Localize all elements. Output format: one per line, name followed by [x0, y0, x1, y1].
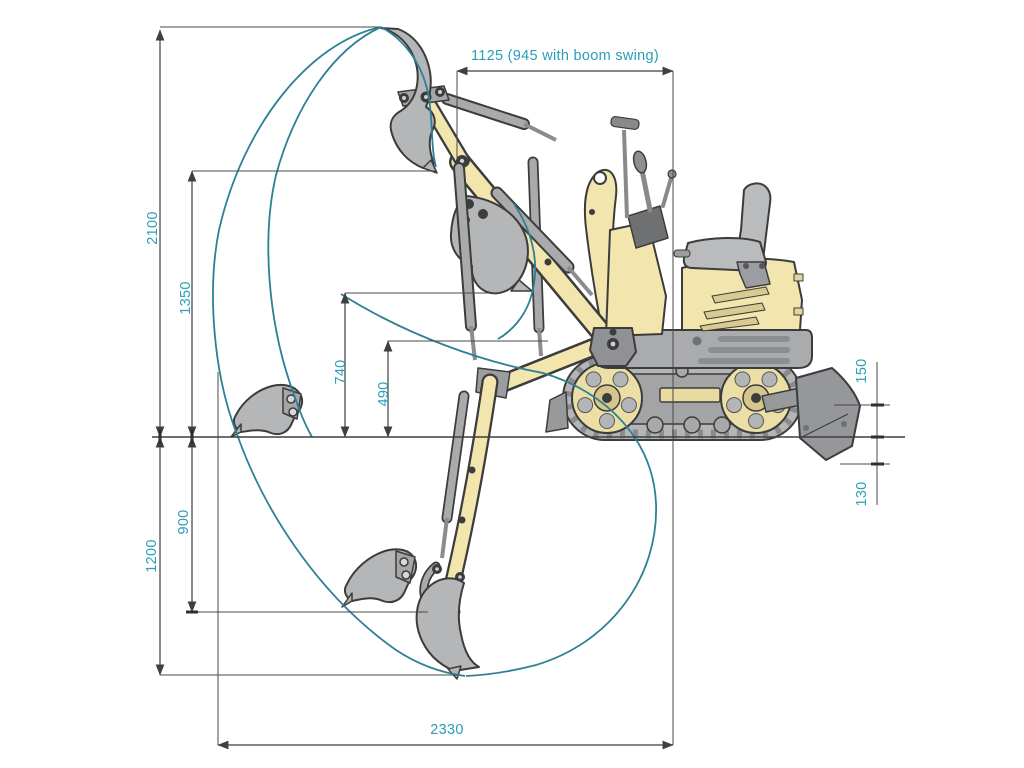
- bucket-position-mid: [341, 548, 418, 608]
- dim-label-dump-height: 1350: [178, 281, 194, 314]
- body-base: [595, 329, 813, 369]
- control-console: [605, 116, 677, 337]
- dim-label-490: 490: [376, 381, 392, 406]
- arm-cylinder-intermediate: [453, 162, 477, 361]
- dim-label-blade-depth: 130: [854, 481, 870, 506]
- envelope-outer-arc: [212, 26, 466, 677]
- bucket-position-ground: [230, 383, 304, 438]
- boom-cylinder-raised: [490, 186, 594, 297]
- envelope-inner-arc: [267, 26, 382, 438]
- track-roller: [713, 416, 731, 434]
- joystick-bellows: [627, 205, 669, 249]
- dimension-labels: 1125 (945 with boom swing) 2100 1350 740…: [144, 48, 870, 738]
- digging-sweep-arc: [340, 293, 657, 677]
- arm-cylinder-raised: [441, 93, 557, 142]
- dim-label-max-height: 2100: [145, 211, 161, 244]
- dimension-ticks: [158, 403, 884, 614]
- dim-label-top-width: 1125 (945 with boom swing): [471, 48, 659, 64]
- dim-label-blade-lift: 150: [854, 358, 870, 383]
- bucket-curl-top-arc: [380, 26, 437, 168]
- boom-head-hole: [593, 171, 607, 185]
- joystick-grip: [632, 150, 648, 174]
- excavator: [230, 27, 861, 680]
- extension-lines: [160, 26, 890, 745]
- dim-label-740: 740: [333, 359, 349, 384]
- drive-sprocket: [720, 362, 792, 434]
- dim-label-max-reach: 2330: [430, 722, 463, 738]
- track-guard-left: [545, 391, 569, 433]
- dim-label-900: 900: [176, 509, 192, 534]
- lever-handle: [610, 116, 640, 130]
- idler-sprocket: [571, 362, 643, 434]
- joystick-lever: [639, 167, 653, 213]
- arm-lowered: [441, 373, 499, 603]
- bucket-raised-curled: [380, 27, 438, 174]
- operator-seat: [673, 182, 772, 289]
- dim-label-max-depth: 1200: [144, 539, 160, 572]
- swing-bracket: [589, 327, 637, 367]
- working-range-arcs: [212, 26, 657, 677]
- bucket-lowered-digging: [415, 577, 480, 680]
- dimension-lines: [155, 29, 674, 750]
- travel-lever: [622, 129, 629, 219]
- bucket-curl-mid-arc: [497, 203, 536, 340]
- track-roller: [646, 416, 664, 434]
- track-assembly: [545, 355, 803, 441]
- track-roller: [683, 416, 701, 434]
- bucket-cylinder-lowered: [440, 390, 470, 559]
